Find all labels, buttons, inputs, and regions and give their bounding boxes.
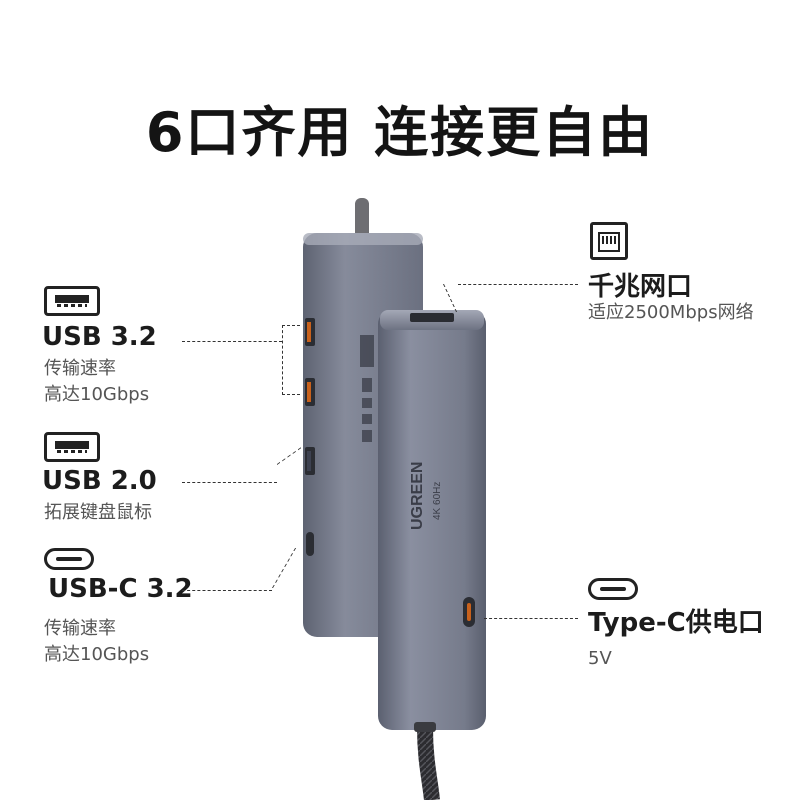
usb32-callout-line — [182, 341, 282, 342]
front-hub-body — [378, 310, 486, 730]
ethernet-callout-line — [458, 284, 578, 285]
usb32-callout-bracket — [282, 325, 283, 395]
usb32-title: USB 3.2 — [42, 322, 157, 352]
usbc-port — [306, 532, 314, 556]
usb-a-icon — [44, 432, 100, 462]
usb-a-icon — [44, 286, 100, 316]
usb32-subtitle-2: 高达10Gbps — [44, 384, 150, 405]
ethernet-port — [410, 313, 454, 322]
usb32-subtitle-1: 传输速率 — [44, 358, 116, 379]
typec-power-title: Type-C供电口 — [588, 608, 764, 638]
brand-text: UGREEN — [409, 462, 426, 530]
ethernet-subtitle: 适应2500Mbps网络 — [588, 302, 754, 323]
ethernet-title: 千兆网口 — [588, 272, 693, 302]
usbc32-subtitle-2: 高达10Gbps — [44, 644, 150, 665]
usb20-title: USB 2.0 — [42, 466, 157, 496]
typec-power-callout-line — [484, 618, 578, 619]
usb20-subtitle: 拓展键盘鼠标 — [44, 502, 152, 523]
usb-c-icon — [44, 548, 94, 570]
upstream-cable — [355, 198, 369, 240]
model-text: 4K 60Hz — [432, 482, 443, 520]
usbc32-callout-line — [182, 590, 272, 591]
usb20-callout-line — [182, 482, 277, 483]
downstream-cable — [417, 727, 440, 800]
ethernet-icon — [590, 222, 628, 260]
typec-power-subtitle: 5V — [588, 648, 612, 669]
usb-c-icon — [588, 578, 638, 600]
usbc32-title: USB-C 3.2 — [48, 574, 193, 604]
usbc32-subtitle-1: 传输速率 — [44, 618, 116, 639]
headline: 6口齐用 连接更自由 — [145, 101, 655, 164]
